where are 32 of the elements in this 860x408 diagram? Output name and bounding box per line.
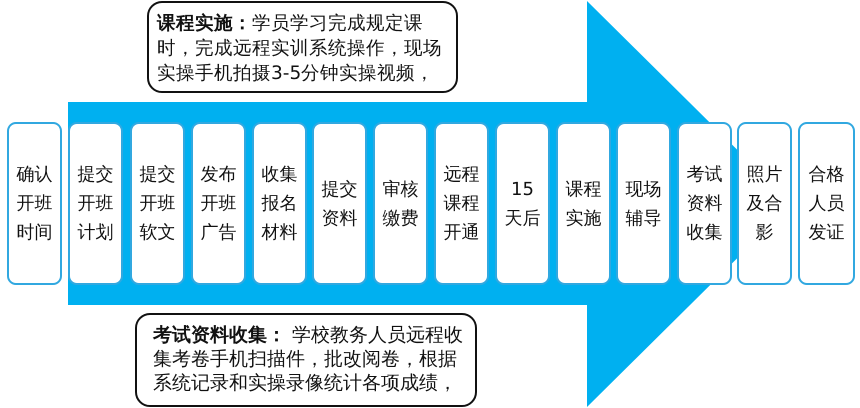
step-box: [434, 122, 489, 285]
step-label: 确认开班时间: [16, 163, 52, 245]
callout-text: 考试资料收集： 学校教务人员远程收集考卷手机扫描件，批改阅卷，根据系统记录和实操录像统计各项成绩，: [153, 323, 464, 395]
step-box: [495, 122, 550, 285]
step-label: 收集报名材料: [262, 163, 298, 245]
callout-text: 课程实施：学员学习完成规定课时，完成远程实训系统操作，现场实操手机拍摄3-5分钟实操视频，: [157, 12, 443, 86]
step-box: [312, 122, 367, 285]
step-box: [616, 122, 671, 285]
step-label: 15天后: [504, 178, 540, 230]
step-label: 课程实施: [566, 178, 602, 230]
step-label: 照片及合影: [746, 163, 782, 245]
step-box: [798, 122, 855, 285]
step-label: 审核缴费: [382, 178, 418, 230]
step-label: 发布开班广告: [200, 163, 236, 245]
step-box: [130, 122, 185, 285]
step-box: [737, 122, 792, 285]
step-box: [677, 122, 732, 285]
callout-box: [147, 1, 458, 93]
step-box: [556, 122, 611, 285]
step-box: [191, 122, 246, 285]
step-box: [373, 122, 428, 285]
step-label: 合格人员发证: [808, 163, 844, 245]
step-label: 提交资料: [322, 178, 358, 230]
step-box: [68, 122, 123, 285]
step-box: [252, 122, 307, 285]
step-label: 远程课程开通: [444, 163, 480, 245]
step-label: 现场辅导: [626, 178, 662, 230]
step-label: 考试资料收集: [686, 163, 722, 245]
step-label: 提交开班软文: [140, 163, 176, 245]
step-label: 提交开班计划: [78, 163, 114, 245]
callout-box: [135, 313, 477, 407]
step-box: [7, 122, 62, 285]
